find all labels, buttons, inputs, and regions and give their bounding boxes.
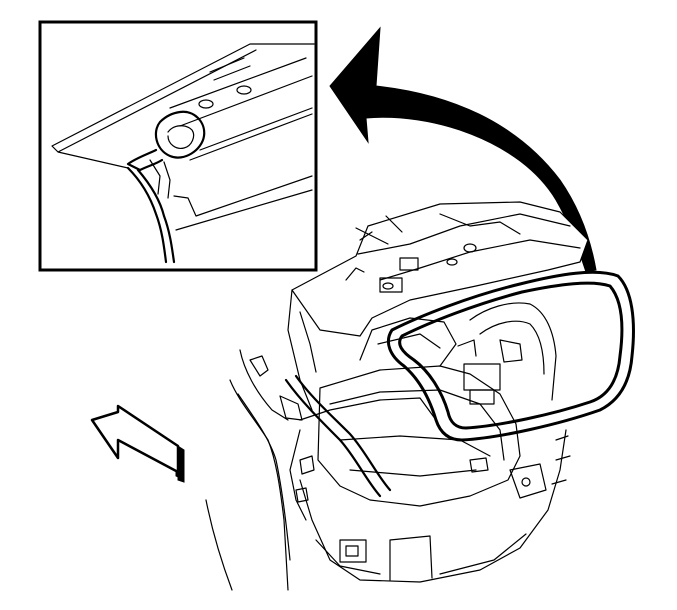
inset-seal-profile — [154, 110, 206, 159]
direction-arrow-icon — [90, 404, 185, 483]
trunk-seal — [284, 270, 635, 498]
vehicle-rear-body — [205, 201, 589, 591]
inset-frame — [38, 20, 318, 272]
trunk-floor — [317, 365, 521, 507]
quarter-panel — [229, 379, 289, 591]
rear-panel — [299, 429, 567, 583]
detail-inset — [38, 20, 318, 272]
